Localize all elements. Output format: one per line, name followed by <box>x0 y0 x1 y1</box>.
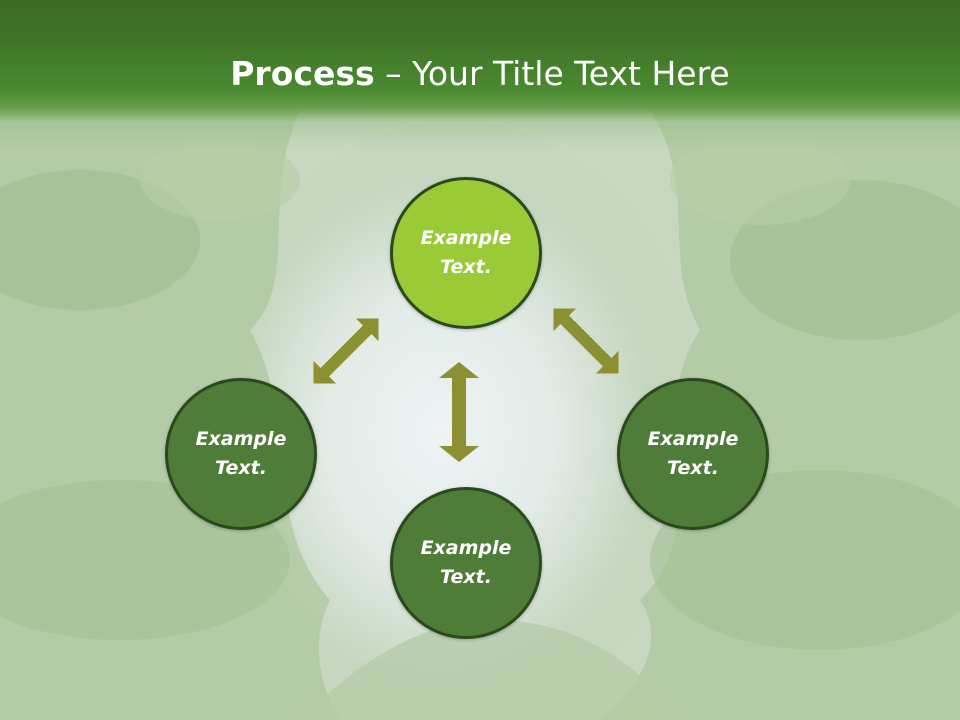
title-bold: Process <box>230 54 375 93</box>
title-bar <box>0 0 960 150</box>
node-right-text: Example Text. <box>647 428 739 479</box>
arrow-vertical <box>439 362 479 462</box>
process-node-right[interactable]: Example Text. <box>617 378 769 530</box>
node-left-text: Example Text. <box>195 428 287 479</box>
arrow-left-top <box>313 318 379 384</box>
process-node-bottom[interactable]: Example Text. <box>390 487 542 639</box>
slide-title: Process – Your Title Text Here <box>0 52 960 96</box>
arrow-right-top <box>553 308 619 374</box>
process-node-left[interactable]: Example Text. <box>165 378 317 530</box>
title-rest: – Your Title Text Here <box>374 54 730 93</box>
process-node-top[interactable]: Example Text. <box>390 177 542 329</box>
node-top-text: Example Text. <box>420 227 512 278</box>
node-bottom-text: Example Text. <box>420 537 512 588</box>
